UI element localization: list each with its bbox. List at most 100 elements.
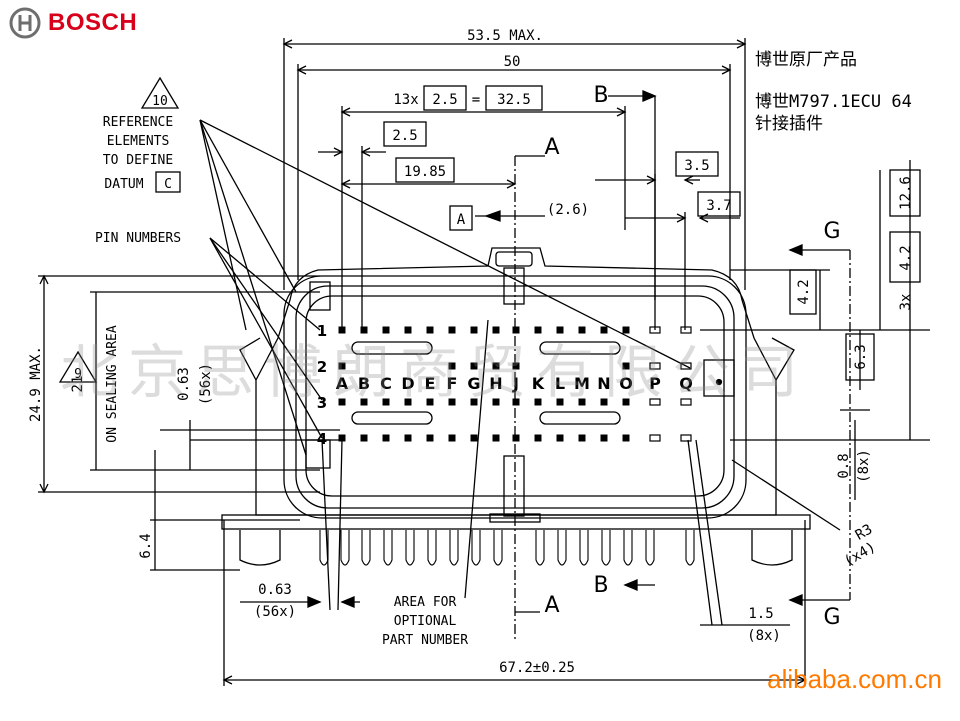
pin-contact <box>680 398 692 406</box>
pin-contact <box>448 434 456 442</box>
pin-contact <box>360 434 368 442</box>
label-area-optional-1: OPTIONAL <box>394 614 457 629</box>
row-number-1: 1 <box>317 322 327 340</box>
column-letter-M: M <box>574 374 590 393</box>
row-number-4: 4 <box>317 430 327 448</box>
pin-contact <box>534 398 542 406</box>
pin-contact <box>426 326 434 334</box>
section-a-bottom: A <box>544 593 559 618</box>
dim-height-max: 24.9 MAX. <box>28 346 44 422</box>
column-letter-H: H <box>489 374 502 393</box>
dim-0-63-v: 0.63 <box>176 367 192 401</box>
pin-contact <box>470 398 478 406</box>
section-b-bottom: B <box>593 573 608 598</box>
bosch-logo: BOSCH <box>8 6 137 40</box>
dim-pitch-total: 32.5 <box>497 92 531 108</box>
pin-contact <box>556 434 564 442</box>
column-letter-C: C <box>380 374 392 393</box>
column-letter-A: A <box>336 374 349 393</box>
column-letter-O: O <box>619 374 633 393</box>
note-line2: 博世M797.1ECU 64 <box>755 92 912 112</box>
pin-contact <box>680 362 692 370</box>
pin-contact <box>649 362 661 370</box>
pin-contact <box>512 326 520 334</box>
dim-width-50: 50 <box>504 54 521 70</box>
column-letter-D: D <box>401 374 414 393</box>
pin-contact <box>382 326 390 334</box>
dim-2-5: 2.5 <box>392 128 417 144</box>
column-letter-F: F <box>447 374 458 393</box>
section-b-top: B <box>593 83 608 108</box>
pin-contact <box>622 398 630 406</box>
pin-contact <box>448 362 456 370</box>
pin-contact <box>338 434 346 442</box>
pin-contact <box>578 434 586 442</box>
pin-contact <box>534 434 542 442</box>
pin-contact <box>492 326 500 334</box>
pin-contact <box>649 398 661 406</box>
footer-brand: alibaba.com.cn <box>767 664 942 694</box>
column-letter-L: L <box>555 374 565 393</box>
pin-contact <box>448 326 456 334</box>
column-letter-G: G <box>467 374 480 393</box>
pin-contact <box>556 398 564 406</box>
dim-3x: 3x <box>898 294 914 311</box>
dim-equals: = <box>472 92 480 108</box>
pin-contact <box>404 326 412 334</box>
dim-r3: R3 <box>853 521 876 543</box>
section-g-bottom: G <box>823 605 840 630</box>
dim-max-width: 53.5 MAX. <box>467 28 543 44</box>
label-triangle-10: 10 <box>152 94 168 109</box>
dim-8x-h: (8x) <box>747 628 781 644</box>
section-a-top: A <box>544 135 559 160</box>
pin-contact <box>578 326 586 334</box>
pin-contact <box>512 434 520 442</box>
pin-contact <box>470 362 478 370</box>
note-line3: 针接插件 <box>755 114 823 134</box>
pin-contact <box>338 326 346 334</box>
note-line1: 博世原厂产品 <box>755 50 857 70</box>
brand-name: BOSCH <box>48 9 138 36</box>
pin-contact <box>338 398 346 406</box>
label-reference-1: ELEMENTS <box>107 134 170 149</box>
dim-4-2: 4.2 <box>796 279 812 304</box>
pin-contact <box>492 362 500 370</box>
column-letter-J: J <box>512 374 519 393</box>
label-reference-2: TO DEFINE <box>103 153 173 168</box>
dim-6-3: 6.3 <box>853 344 869 369</box>
column-letter-P: P <box>649 374 661 393</box>
label-on-sealing-area: ON SEALING AREA <box>105 325 120 443</box>
label-datum: DATUM <box>104 177 143 192</box>
dim-8x-v: (8x) <box>856 449 872 483</box>
column-letter-B: B <box>358 374 370 393</box>
datum-a-box: A <box>457 212 466 228</box>
pin-contact <box>680 434 692 442</box>
pin-contact <box>600 434 608 442</box>
pin-contact <box>426 434 434 442</box>
bosch-armature-icon <box>9 7 41 39</box>
dim-1-5: 1.5 <box>748 606 773 622</box>
row-number-3: 3 <box>317 394 327 412</box>
pin-contact <box>680 326 692 334</box>
pin-contact <box>649 326 661 334</box>
dim-12-6: 12.6 <box>898 176 914 210</box>
dim-3-7: 3.7 <box>706 198 731 214</box>
dim-pitch: 2.5 <box>432 92 457 108</box>
dim-56x-h: (56x) <box>254 604 296 620</box>
pin-contact <box>360 398 368 406</box>
dim-6-4: 6.4 <box>138 533 154 558</box>
pin-contact <box>578 398 586 406</box>
pin-contact <box>404 434 412 442</box>
label-area-optional-2: PART NUMBER <box>382 633 468 648</box>
pin-contact <box>470 326 478 334</box>
pin-contact <box>338 362 346 370</box>
pin-contact <box>404 398 412 406</box>
dim-0-8: 0.8 <box>836 453 852 478</box>
pin-contact <box>382 434 390 442</box>
pin-contact <box>492 434 500 442</box>
column-letter-K: K <box>532 374 545 393</box>
label-area-optional-0: AREA FOR <box>394 595 457 610</box>
label-pin-numbers: PIN NUMBERS <box>95 231 181 246</box>
pin-contact <box>622 434 630 442</box>
